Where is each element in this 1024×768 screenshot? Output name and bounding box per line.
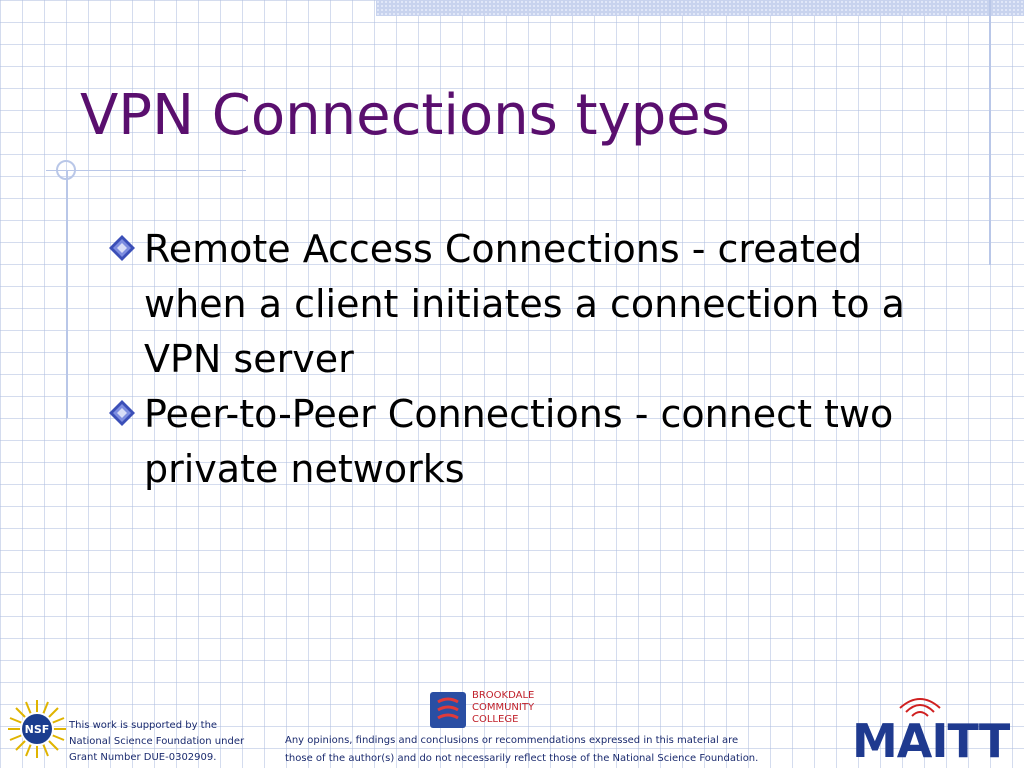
signal-waves-icon (899, 698, 941, 717)
diamond-bullet-icon (104, 387, 144, 439)
bullet-item: Peer-to-Peer Connections - connect two p… (104, 387, 964, 497)
nsf-logo: NSF (6, 698, 68, 764)
brookdale-college-logo: BROOKDALE COMMUNITY COLLEGE (418, 688, 548, 732)
footer: NSF This work is supported by the Nation… (0, 688, 1024, 768)
college-emblem-icon (430, 692, 466, 728)
bullet-text: Peer-to-Peer Connections - connect two p… (144, 392, 894, 491)
disclaimer-statement: Any opinions, findings and conclusions o… (285, 735, 759, 764)
decorative-vertical-line-left (66, 170, 68, 418)
maitt-logo-text: MAITT (852, 714, 1010, 768)
bullet-list: Remote Access Connections - created when… (104, 222, 964, 497)
top-decorative-band (376, 0, 1024, 16)
diamond-bullet-icon (104, 222, 144, 274)
decorative-horizontal-line (46, 170, 246, 171)
slide-title: VPN Connections types (80, 83, 730, 148)
nsf-logo-text: NSF (25, 723, 50, 736)
bullet-text: Remote Access Connections - created when… (144, 227, 905, 381)
decorative-vertical-line-right (989, 0, 991, 265)
decorative-ring (56, 160, 76, 180)
maitt-logo: MAITT (850, 696, 1024, 768)
bullet-item: Remote Access Connections - created when… (104, 222, 964, 387)
support-statement: This work is supported by the National S… (69, 720, 245, 763)
